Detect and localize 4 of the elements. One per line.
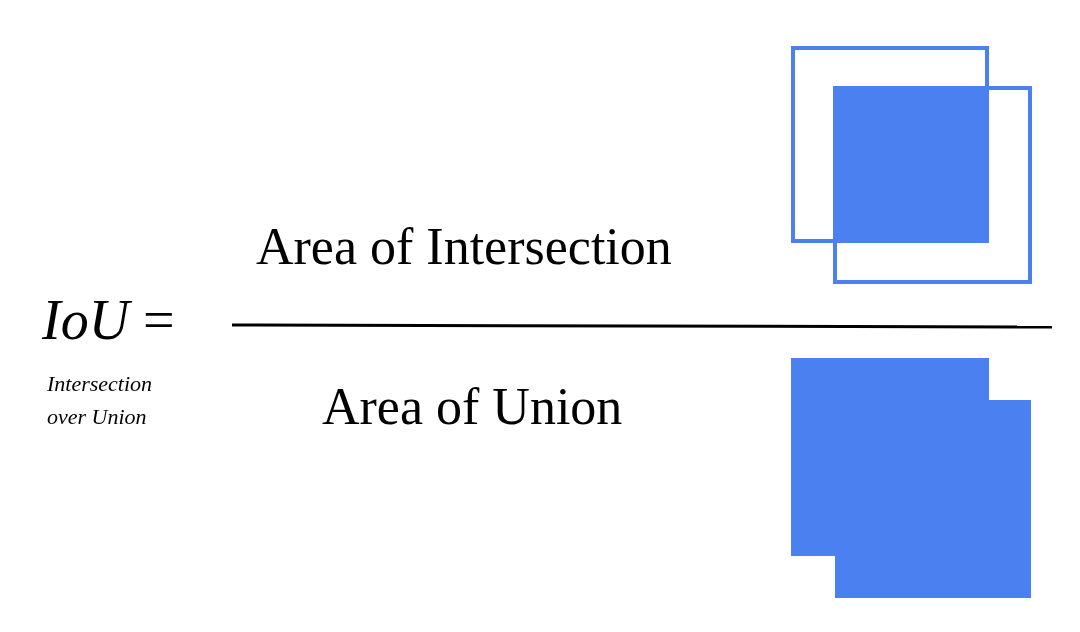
numerator-text: Area of Intersection — [256, 218, 673, 276]
iou-expansion-note: Intersection over Union — [47, 370, 154, 432]
iou-formula-label: IoU = — [42, 290, 176, 352]
denominator-text: Area of Union — [322, 378, 624, 436]
